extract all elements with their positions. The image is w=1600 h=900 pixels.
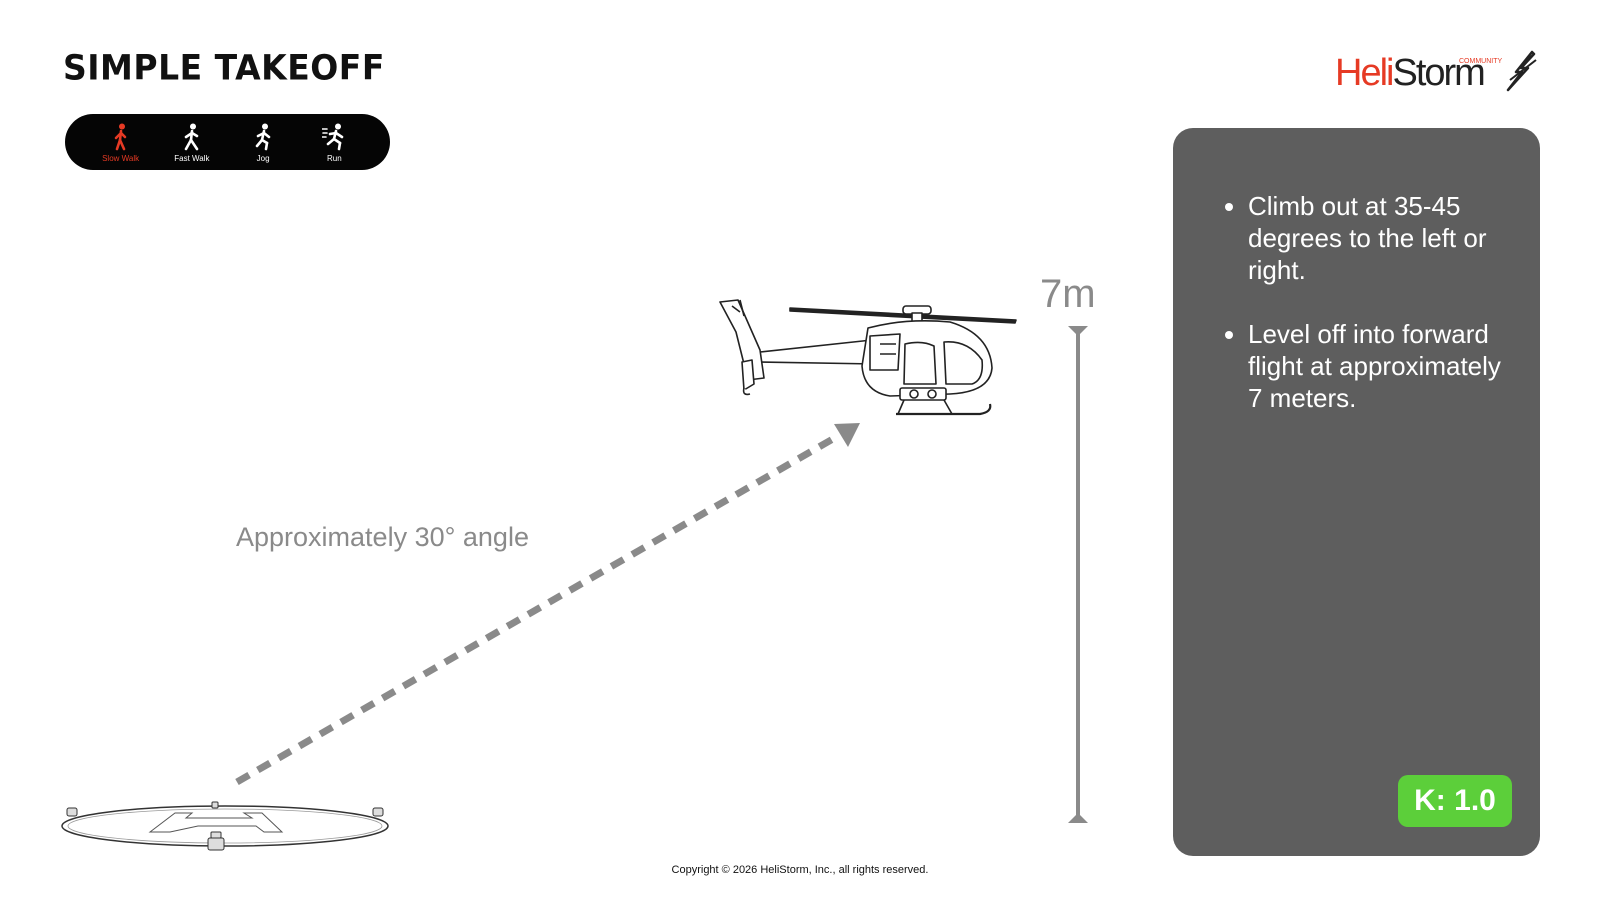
logo-storm: Storm [1392,52,1485,94]
lightning-bolt-icon [1506,50,1537,92]
climb-arrowhead [834,423,860,447]
run-icon [322,123,344,150]
logo-community: COMMUNITY [1459,58,1503,65]
instruction-list: Climb out at 35-45 degrees to the left o… [1223,190,1510,446]
info-panel: Climb out at 35-45 degrees to the left o… [1173,128,1540,856]
instruction-item: Climb out at 35-45 degrees to the left o… [1248,190,1510,286]
logo-heli: Heli [1335,52,1394,94]
speed-label: Run [327,153,342,163]
fast-walk-icon [184,123,199,150]
takeoff-diagram [61,299,1088,851]
angle-label: Approximately 30° angle [236,522,529,552]
instruction-item: Level off into forward flight at approxi… [1248,318,1510,414]
speed-label: Jog [256,153,270,163]
speed-option-fast-walk[interactable]: Fast Walk [157,114,227,170]
speed-selector: Slow Walk Fast Walk [65,114,390,170]
slow-walk-icon [114,123,126,150]
helipad [61,801,389,851]
speed-label: Fast Walk [174,153,210,163]
speed-option-run[interactable]: Run [299,114,369,170]
climb-path [235,432,840,786]
jog-icon [255,123,271,150]
speed-option-slow-walk[interactable]: Slow Walk [86,114,156,170]
copyright-notice: Copyright © 2026 HeliStorm, Inc., all ri… [671,864,929,876]
page-title: SIMPLE TAKEOFF [63,47,385,88]
helistorm-logo: HeliStorm COMMUNITY [1335,48,1545,98]
helicopter-illustration [719,299,1017,416]
k-factor-badge: K: 1.0 [1398,775,1512,827]
speed-label: Slow Walk [102,153,140,163]
height-label: 7m [1040,272,1096,316]
speed-option-jog[interactable]: Jog [228,114,298,170]
height-indicator [1068,326,1088,823]
